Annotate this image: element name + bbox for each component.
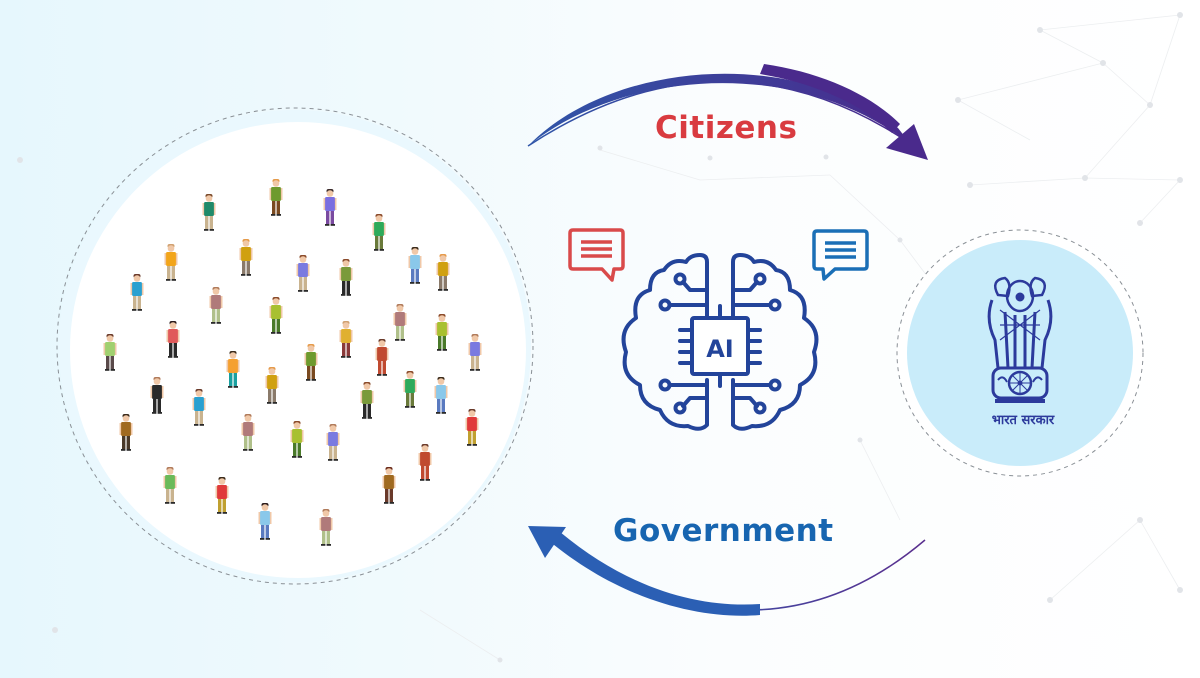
government-circle xyxy=(907,240,1133,466)
citizens-label: Citizens xyxy=(655,110,798,146)
person-figure xyxy=(434,377,448,414)
person-figure xyxy=(403,371,417,408)
national-emblem-icon xyxy=(987,276,1053,403)
person-figure xyxy=(164,244,178,281)
person-figure xyxy=(103,334,117,371)
emblem-caption: भारत सरकार xyxy=(991,413,1055,428)
person-figure xyxy=(326,424,340,461)
person-figure xyxy=(269,297,283,334)
person-figure xyxy=(304,344,318,381)
person-figure xyxy=(130,274,144,311)
person-figure xyxy=(372,214,386,251)
person-figure xyxy=(258,503,272,540)
person-figure xyxy=(393,304,407,341)
person-figure xyxy=(215,477,229,514)
person-figure xyxy=(323,189,337,226)
person-figure xyxy=(418,444,432,481)
person-figure xyxy=(435,314,449,351)
person-figure xyxy=(296,255,310,292)
person-figure xyxy=(226,351,240,388)
citizens-circle-halo xyxy=(56,107,534,585)
person-figure xyxy=(290,421,304,458)
person-figure xyxy=(269,179,283,216)
person-figure xyxy=(360,382,374,419)
person-figure xyxy=(468,334,482,371)
person-figure xyxy=(382,467,396,504)
person-figure xyxy=(150,377,164,414)
curved-arrow-left-icon xyxy=(528,526,926,616)
person-figure xyxy=(192,389,206,426)
curved-arrow-right-icon xyxy=(527,64,928,160)
person-figure xyxy=(339,259,353,296)
person-figure xyxy=(375,339,389,376)
person-figure xyxy=(209,287,223,324)
person-figure xyxy=(239,239,253,276)
person-figure xyxy=(436,254,450,291)
person-figure xyxy=(319,509,333,546)
person-figure xyxy=(119,414,133,451)
person-figure xyxy=(202,194,216,231)
person-figure xyxy=(339,321,353,358)
ai-chip-label: AI xyxy=(706,335,734,363)
people-crowd xyxy=(103,179,482,546)
person-figure xyxy=(408,247,422,284)
government-label: Government xyxy=(613,513,834,549)
ai-brain-chip-icon xyxy=(621,253,819,431)
citizens-circle xyxy=(70,122,526,578)
chat-bubble-icon xyxy=(568,228,625,282)
person-figure xyxy=(265,367,279,404)
person-figure xyxy=(465,409,479,446)
chat-bubble-icon xyxy=(812,229,869,281)
person-figure xyxy=(163,467,177,504)
person-figure xyxy=(241,414,255,451)
person-figure xyxy=(166,321,180,358)
